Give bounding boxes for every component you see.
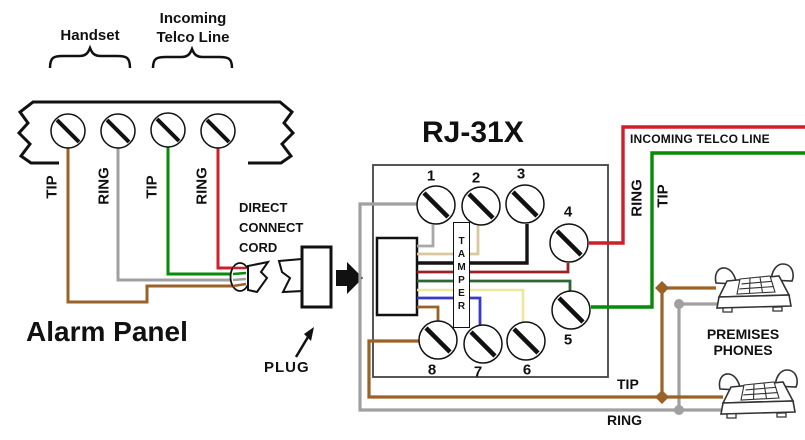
- jack-blue-wire: [417, 296, 482, 326]
- jack-terminal-6: [506, 321, 546, 361]
- panel-terminal: [50, 113, 86, 149]
- panel-ring1-label: RING: [95, 167, 113, 205]
- handset-group-label: Handset: [60, 27, 120, 44]
- incoming-telco-line-label: INCOMING TELCO LINE: [630, 132, 770, 146]
- incoming-telco-group-label: Incoming Telco Line: [156, 10, 230, 46]
- premises-phones-label: PREMISES PHONES: [706, 326, 780, 358]
- rj31x-title: RJ-31X: [422, 116, 524, 149]
- direct-connect-cord: [229, 245, 363, 358]
- telco-ring-label: RING: [628, 179, 646, 217]
- jack-terminal-1: [416, 185, 456, 225]
- premises-phone-top: [714, 263, 794, 313]
- plug-body: [300, 245, 333, 309]
- premises-tip-label: TIP: [617, 376, 639, 392]
- telco-tip-label: TIP: [654, 184, 672, 208]
- brown-junction: [655, 390, 669, 404]
- premises-ring-gray-wire: [358, 202, 724, 412]
- jack-terminal-number-8: 8: [427, 361, 437, 379]
- panel-tip1-label: TIP: [43, 175, 61, 199]
- jack-yellow-wire: [417, 288, 525, 323]
- jack-terminal-number-1: 1: [426, 167, 436, 185]
- tamper-switch: TAMPER: [453, 222, 470, 328]
- jack-terminal-number-2: 2: [471, 169, 481, 187]
- gray-junction: [674, 299, 684, 309]
- brown-junction: [655, 281, 669, 295]
- premises-phone-bottom: [718, 369, 798, 419]
- handset-brace: [48, 44, 132, 69]
- jack-terminal-number-3: 3: [516, 165, 526, 183]
- jack-terminal-8: [418, 320, 458, 360]
- panel-ring2-label: RING: [193, 167, 211, 205]
- panel-wires: [66, 147, 233, 304]
- plug-pointer-arrowhead: [304, 327, 314, 341]
- jack-gray-wire: [417, 225, 435, 248]
- jack-terminal-number-6: 6: [522, 361, 532, 379]
- telco-tip-green-wire: [591, 151, 805, 309]
- panel-tip-brown-wire: [66, 148, 233, 304]
- jack-terminal-4: [549, 223, 589, 263]
- premises-tip-brown-wire: [367, 339, 723, 399]
- jack-brown-wire: [417, 305, 440, 322]
- jack-terminal-7: [463, 324, 503, 364]
- jack-terminals: [416, 184, 591, 364]
- alarm-panel-label: Alarm Panel: [26, 316, 188, 347]
- gray-junction: [674, 405, 684, 415]
- jack-terminal-number-4: 4: [563, 203, 573, 221]
- jack-terminal-3: [505, 184, 545, 224]
- panel-tip2-label: TIP: [143, 175, 161, 199]
- external-wires: [358, 125, 805, 412]
- cord-segment: [247, 260, 271, 294]
- plug-pointer-arrow: [294, 336, 310, 358]
- jack-terminal-2: [461, 186, 501, 226]
- panel-terminals: [50, 112, 236, 149]
- tamper-label: TAMPER: [456, 236, 467, 314]
- junction-dots: [655, 281, 684, 415]
- panel-ring-red-wire: [216, 148, 233, 270]
- direct-connect-cord-label: DIRECT CONNECT CORD: [239, 200, 304, 255]
- jack-terminal-number-7: 7: [473, 363, 483, 381]
- premises-ring-label: RING: [607, 412, 642, 428]
- panel-tip-green-wire: [166, 147, 233, 276]
- cord-segment: [277, 257, 303, 294]
- panel-terminal: [100, 113, 136, 149]
- jack-terminal-number-5: 5: [563, 331, 573, 349]
- jack-terminal-5: [551, 290, 591, 330]
- panel-terminal: [200, 113, 236, 149]
- jack-connector: [375, 236, 419, 317]
- telco-brace: [151, 45, 234, 69]
- jack-tan-wire: [417, 226, 480, 256]
- alarm-panel-outline: [16, 100, 296, 165]
- panel-terminal: [150, 112, 186, 148]
- plug-label: PLUG: [264, 359, 310, 376]
- panel-ring-gray-wire: [116, 148, 233, 282]
- telco-ring-red-wire: [589, 125, 805, 245]
- right-arrow-icon: [336, 262, 363, 294]
